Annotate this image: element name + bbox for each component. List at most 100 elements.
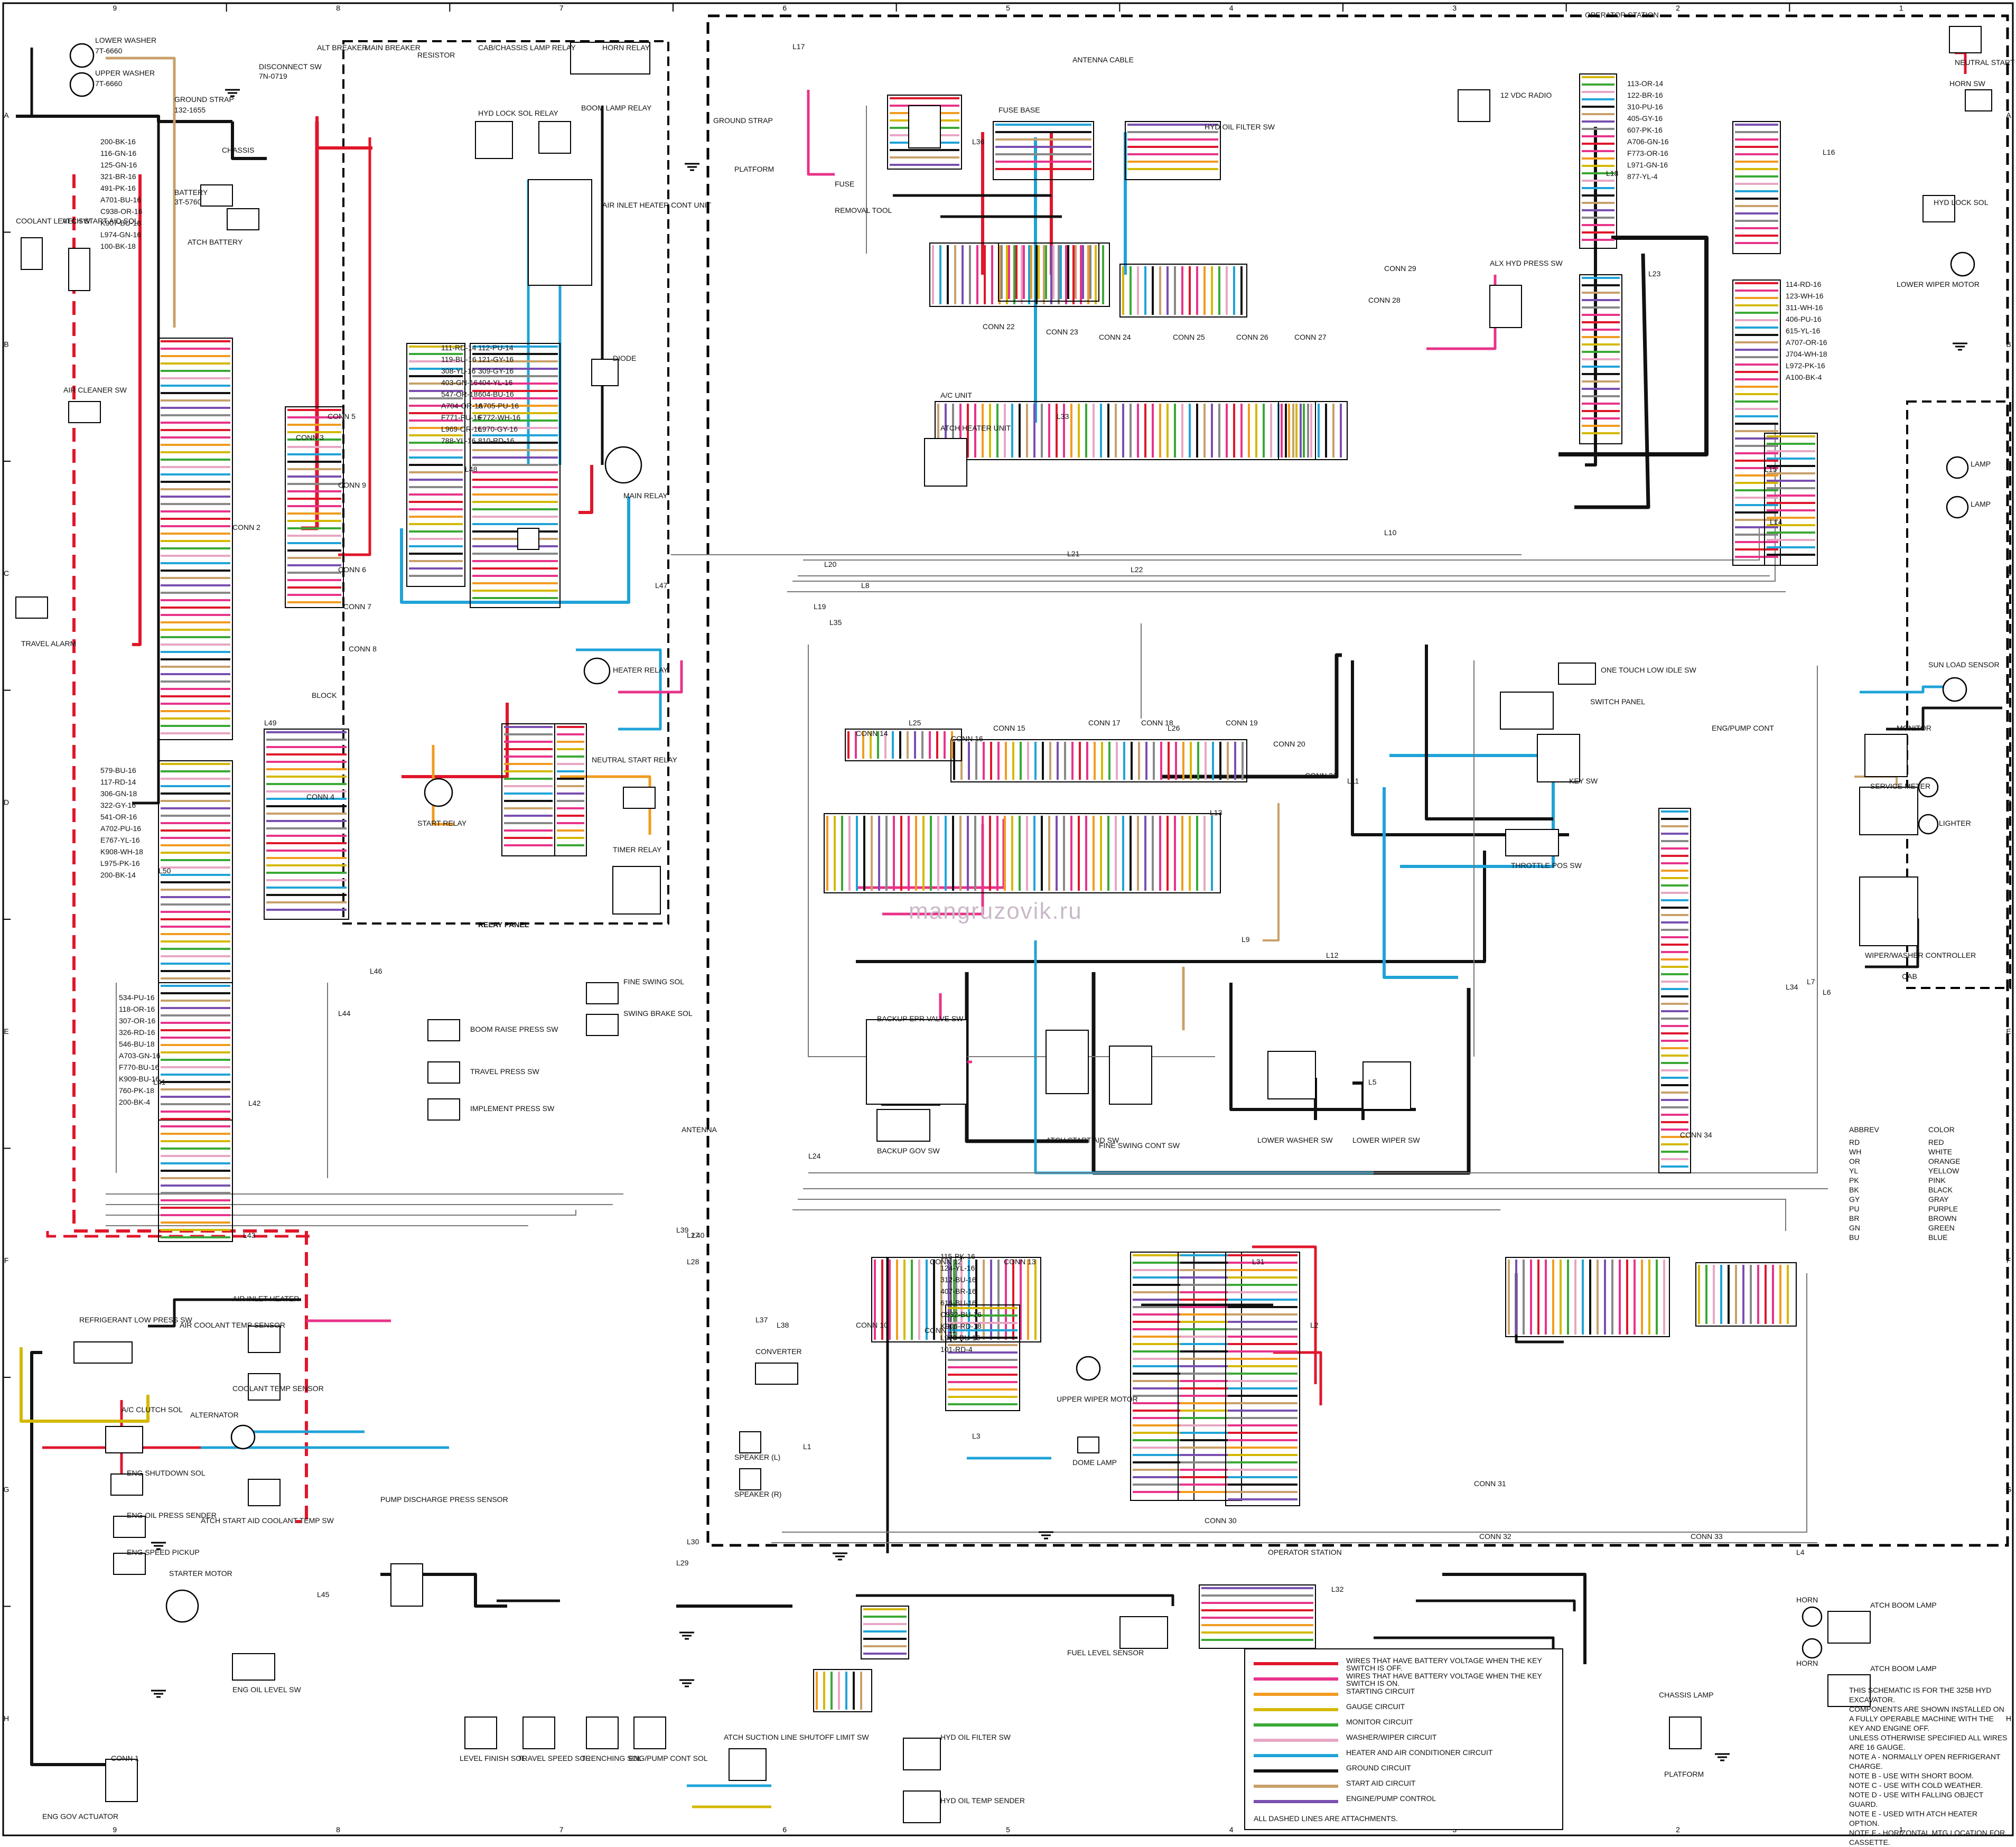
component-label-horn-2: HORN <box>1796 1659 1818 1667</box>
wire <box>400 497 630 604</box>
travel-press-sw-symbol <box>427 1061 460 1084</box>
operator-station-boundary <box>706 14 2009 1547</box>
level-finish-sol-symbol <box>464 1717 497 1749</box>
component-label-platform-2: PLATFORM <box>1664 1770 1704 1778</box>
component-label-lower-washer-pn: 7T-6660 <box>95 46 123 55</box>
alx-hyd-press-sw-symbol <box>1489 285 1522 328</box>
wire <box>807 90 835 176</box>
circuit-label: L32 <box>1331 1585 1344 1593</box>
wire-label: 616-BU-16 <box>940 1299 976 1307</box>
ground-icon <box>679 1679 694 1687</box>
frame-row-letter: E <box>2006 1027 2011 1036</box>
radio-symbol <box>1458 89 1490 122</box>
wire-label: 404-YL-16 <box>478 378 513 387</box>
frame-col-number: 9 <box>113 1825 117 1834</box>
wire <box>856 851 1486 963</box>
atch-boom-lamp-symbol <box>1827 1674 1871 1707</box>
component-label-cab: CAB <box>1902 972 1917 981</box>
connector-block <box>554 723 587 856</box>
atch-suction-line-shutoff-symbol <box>729 1748 767 1781</box>
schematic-note: UNLESS OTHERWISE SPECIFIED ALL WIRES ARE… <box>1849 1733 2008 1751</box>
frame-col-number: 8 <box>336 1825 340 1834</box>
circuit-label: L7 <box>1807 977 1815 986</box>
component-label-hyd-oil-filter-sw: HYD OIL FILTER SW <box>1205 123 1275 131</box>
frame-col-number: 2 <box>1676 4 1680 12</box>
harness-bundle <box>782 1273 1807 1533</box>
attachment-harness-b <box>46 1231 317 1238</box>
abbrev-code: PK <box>1849 1176 1859 1184</box>
connector-label: CONN 2 <box>232 523 260 531</box>
wire-label: 100-BK-18 <box>100 242 136 250</box>
legend-swatch <box>1254 1754 1338 1757</box>
component-label-eng-pump-cont: ENG/PUMP CONT <box>1712 724 1774 732</box>
component-label-level-finish-sol: LEVEL FINISH SOL <box>460 1754 526 1762</box>
component-label-upper-washer-pn: 7T-6660 <box>95 79 123 88</box>
legend-item: HEATER AND AIR CONDITIONER CIRCUIT <box>1254 1749 1555 1762</box>
hyd-oil-temp-sender-symbol <box>903 1790 941 1823</box>
component-label-battery: BATTERY <box>174 188 208 197</box>
connector-block <box>1278 401 1348 460</box>
connector-label: CONN 31 <box>1474 1479 1506 1488</box>
connector-block <box>158 982 233 1242</box>
component-label-antenna-cable: ANTENNA CABLE <box>1072 55 1134 64</box>
speaker-r-symbol <box>739 1468 761 1490</box>
component-label-neutral-start-relay: NEUTRAL START RELAY <box>592 755 677 764</box>
connector-block <box>845 729 962 761</box>
frame-col-number: 1 <box>1899 4 1903 12</box>
component-label-fuse-base: FUSE BASE <box>998 106 1040 114</box>
circuit-label: L30 <box>687 1537 699 1546</box>
wire-label: L974-GN-16 <box>100 230 142 239</box>
abbrev-color: WHITE <box>1928 1148 1953 1156</box>
legend-item: MONITOR CIRCUIT <box>1254 1718 1555 1732</box>
circuit-label: L36 <box>972 137 985 146</box>
wire-label: 306-GN-18 <box>100 789 137 798</box>
abbrev-color: BLACK <box>1928 1186 1953 1194</box>
component-label-starter-motor: STARTER MOTOR <box>169 1569 232 1578</box>
throttle-pos-sw-symbol <box>1505 829 1559 856</box>
swing-brake-sol-symbol <box>586 1014 619 1036</box>
circuit-label: L47 <box>655 581 668 590</box>
frame-col-number: 4 <box>1229 4 1234 12</box>
wire-label: 114-RD-16 <box>1786 280 1822 288</box>
circuit-label: L42 <box>248 1099 261 1107</box>
component-label-hyd-oil-filter-sw-2: HYD OIL FILTER SW <box>940 1733 1011 1741</box>
component-label-lamp-1: LAMP <box>1971 460 1991 468</box>
circuit-label: L23 <box>1648 269 1661 278</box>
harness-bundle <box>808 666 1818 1173</box>
connector-label: CONN 11 <box>925 1326 956 1335</box>
connector-label: CONN 23 <box>1046 328 1078 336</box>
wire-label: 111-RD-14 <box>441 343 477 352</box>
component-label-dome-lamp: DOME LAMP <box>1072 1458 1117 1467</box>
schematic-note: COMPONENTS ARE SHOWN INSTALLED ON A FULL… <box>1849 1705 2004 1732</box>
abbrev-color: BROWN <box>1928 1214 1957 1223</box>
lower-wiper-sw-symbol <box>1362 1061 1411 1110</box>
circuit-label: L29 <box>676 1559 689 1567</box>
abbrev-color: PINK <box>1928 1176 1946 1184</box>
component-label-horn-sw: HORN SW <box>1949 79 1985 88</box>
wire-label: 122-BR-16 <box>1627 91 1663 99</box>
abbrev-code: BK <box>1849 1186 1859 1194</box>
legend-item: STARTING CIRCUIT <box>1254 1687 1555 1701</box>
frame-row-letter: B <box>4 340 8 348</box>
component-label-ac-unit: A/C UNIT <box>940 391 972 399</box>
wire <box>1162 653 1342 779</box>
wire <box>1558 236 1709 456</box>
legend-text: WIRES THAT HAVE BATTERY VOLTAGE WHEN THE… <box>1346 1656 1542 1672</box>
component-label-pump-discharge-press-sensor: PUMP DISCHARGE PRESS SENSOR <box>380 1495 508 1504</box>
air-cleaner-sw-symbol <box>68 401 101 423</box>
wire-label: 112-PU-14 <box>478 343 514 352</box>
component-label-atch-battery: ATCH BATTERY <box>188 238 243 246</box>
circuit-label: L40 <box>692 1231 705 1239</box>
frame-col-number: 2 <box>1676 1825 1680 1834</box>
connector-block <box>264 729 349 920</box>
connector-label: CONN 28 <box>1368 296 1401 304</box>
ground-icon <box>151 1690 166 1698</box>
component-label-battery-pn: 3T-5760 <box>174 198 202 206</box>
connector-label: CONN 12 <box>930 1257 962 1266</box>
wire <box>338 137 371 556</box>
connector-label: CONN 6 <box>338 565 366 574</box>
component-label-switch-panel: SWITCH PANEL <box>1590 697 1645 706</box>
component-label-key-sw: KEY SW <box>1569 777 1598 785</box>
wire <box>560 775 651 835</box>
